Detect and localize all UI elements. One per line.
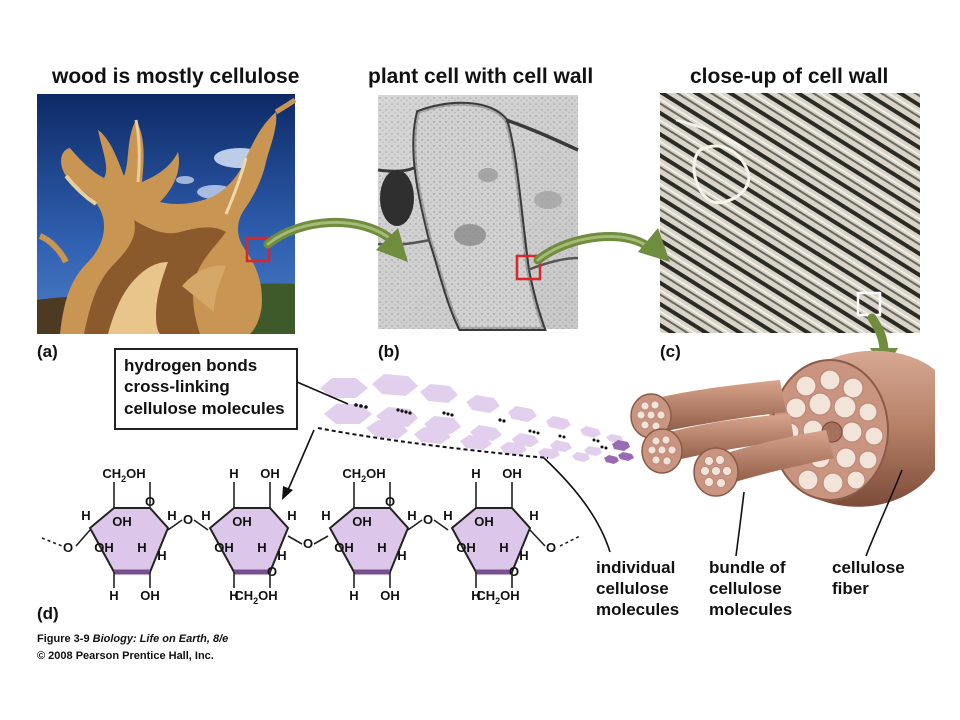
individual-molecules-label: individual cellulose molecules <box>596 558 679 619</box>
h-left-1: H <box>81 508 90 523</box>
oh-inner-3: OH <box>352 514 372 529</box>
svg-text:cellulose: cellulose <box>596 579 669 598</box>
svg-text:individual: individual <box>596 558 675 577</box>
h-right-3: H <box>407 508 416 523</box>
microfibril-end-1 <box>630 393 672 439</box>
ch2oh-bottom-2: CH2OH <box>234 588 277 606</box>
h-lower-right-3: H <box>397 548 406 563</box>
cellulose-fiber-label: cellulose fiber <box>832 558 905 598</box>
credit-title: Biology: Life on Earth, 8/e <box>93 633 229 645</box>
h-left-4: H <box>443 508 452 523</box>
panel-b-heading: plant cell with cell wall <box>368 65 593 88</box>
cellulose-molecule-strands <box>317 374 634 464</box>
glycosidic-oxygen-2: O <box>303 536 313 551</box>
h-lower-right-2: H <box>277 548 286 563</box>
oh-lower-2: OH <box>214 540 234 555</box>
credit-prefix: Figure 3-9 <box>37 633 93 645</box>
chain-end-oxygen-right: O <box>546 540 556 555</box>
panel-b-micrograph <box>377 95 579 331</box>
panel-b-label: (b) <box>378 342 400 361</box>
oh-inner-2: OH <box>232 514 252 529</box>
h-bottom-left-3: H <box>349 588 358 603</box>
oh-lower-3: OH <box>334 540 354 555</box>
bundle-label: bundle of cellulose molecules <box>709 558 792 619</box>
svg-text:Figure 3-9 Biology: Life on E: Figure 3-9 Biology: Life on Earth, 8/e <box>37 633 228 645</box>
glycosidic-oxygen-1: O <box>183 512 193 527</box>
panel-a-heading: wood is mostly cellulose <box>51 65 299 88</box>
oh-lower-1: OH <box>94 540 114 555</box>
h-right-2: H <box>287 508 296 523</box>
microfibril-end-3 <box>693 447 739 497</box>
panel-a-label: (a) <box>37 342 58 361</box>
panel-c-micrograph <box>660 93 920 333</box>
microfibril-end-2 <box>641 428 683 474</box>
h-lower-inner-2: H <box>257 540 266 555</box>
chain-end-oxygen-left: O <box>63 540 73 555</box>
h-left-2: H <box>201 508 210 523</box>
svg-text:cellulose: cellulose <box>832 558 905 577</box>
svg-text:molecules: molecules <box>709 600 792 619</box>
h-lower-inner-3: H <box>377 540 386 555</box>
oh-lower-4: OH <box>456 540 476 555</box>
h-top-left-4: H <box>471 466 480 481</box>
hydrogen-bonds-callout: hydrogen bonds cross-linking cellulose m… <box>114 348 349 430</box>
oh-inner-4: OH <box>474 514 494 529</box>
h-right-4: H <box>529 508 538 523</box>
arrow-a-to-b-head <box>376 228 408 262</box>
ch2oh-top-3: CH2OH <box>342 466 385 484</box>
glucose-chain-structure: OCH2OHHOHHOHOHHHHOHOHHCH2OHHOHOHHHHOCH2O… <box>41 466 581 606</box>
glycosidic-oxygen-3: O <box>423 512 433 527</box>
cellulose-fiber-illustration <box>630 350 935 507</box>
panel-d-label: (d) <box>37 604 59 623</box>
oh-bottom-right-3: OH <box>380 588 400 603</box>
h-lower-right-1: H <box>157 548 166 563</box>
h-lower-right-4: H <box>519 548 528 563</box>
panel-c-heading: close-up of cell wall <box>690 65 888 88</box>
oh-bottom-right-1: OH <box>140 588 160 603</box>
molecule-pointer-arrow <box>282 429 315 500</box>
hbond-line-2: cross-linking <box>124 377 230 396</box>
h-bottom-left-2: H <box>229 588 238 603</box>
h-top-left-2: H <box>229 466 238 481</box>
hbond-line-1: hydrogen bonds <box>124 356 257 375</box>
ring-oxygen-4: O <box>509 564 519 579</box>
h-lower-inner-4: H <box>499 540 508 555</box>
svg-text:cellulose: cellulose <box>709 579 782 598</box>
svg-text:fiber: fiber <box>832 579 869 598</box>
h-bottom-left-1: H <box>109 588 118 603</box>
h-right-1: H <box>167 508 176 523</box>
panel-a-highlight-box <box>245 236 271 263</box>
connector-arrows <box>263 218 898 372</box>
ch2oh-top-1: CH2OH <box>102 466 145 484</box>
ch2oh-bottom-4: CH2OH <box>476 588 519 606</box>
h-bottom-left-4: H <box>471 588 480 603</box>
h-left-3: H <box>321 508 330 523</box>
svg-text:bundle of: bundle of <box>709 558 786 577</box>
oh-top-right-2: OH <box>260 466 280 481</box>
credit-copyright: © 2008 Pearson Prentice Hall, Inc. <box>37 650 214 662</box>
panel-a-photo <box>37 94 297 334</box>
svg-text:molecules: molecules <box>596 600 679 619</box>
leader-lines <box>543 457 903 557</box>
figure-credit: Figure 3-9 Biology: Life on Earth, 8/e ©… <box>37 633 228 662</box>
arrow-b-to-c-head <box>638 228 670 262</box>
h-lower-inner-1: H <box>137 540 146 555</box>
hbond-line-3: cellulose molecules <box>124 399 285 418</box>
oh-inner-1: OH <box>112 514 132 529</box>
ring-oxygen-2: O <box>267 564 277 579</box>
panel-b-highlight-box <box>515 254 542 281</box>
oh-top-right-4: OH <box>502 466 522 481</box>
panel-c-label: (c) <box>660 342 681 361</box>
